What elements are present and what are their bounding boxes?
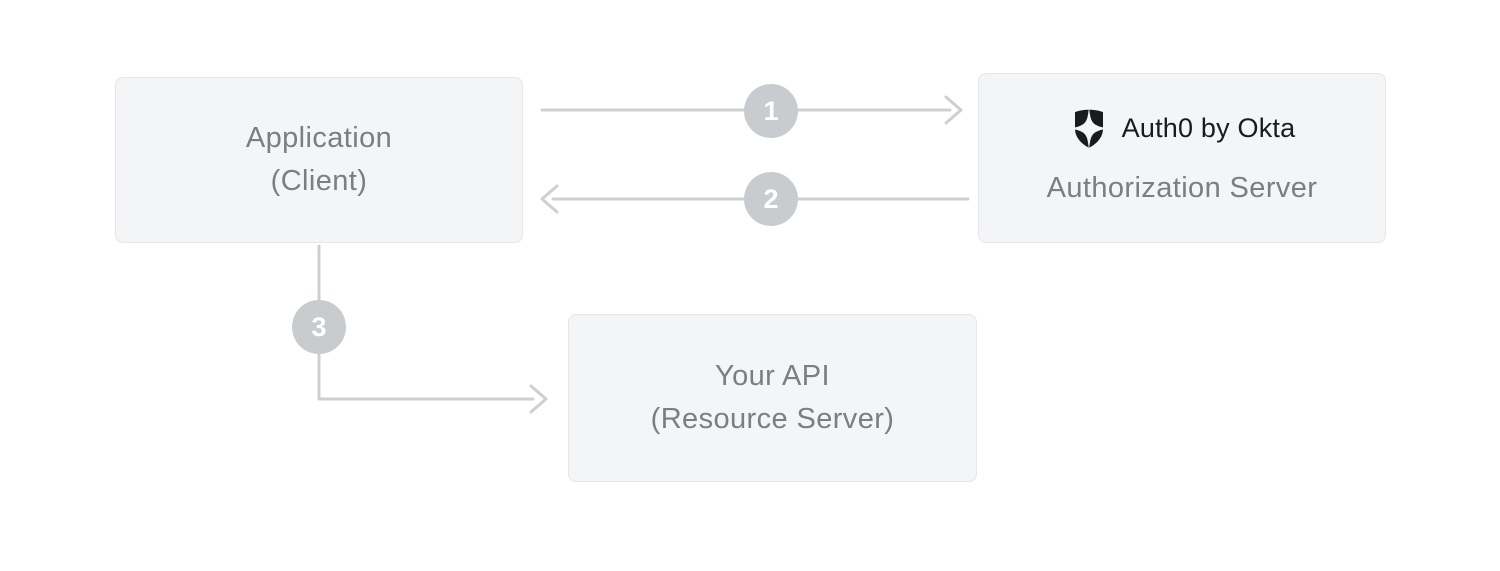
auth0-logo-text: Auth0 by Okta — [1121, 113, 1296, 143]
step-badge-1: 1 — [744, 84, 798, 138]
step-badge-2: 2 — [744, 172, 798, 226]
auth0-shield-icon — [1069, 106, 1109, 151]
step1-arrowhead-right-icon — [944, 95, 963, 125]
api-label-line2: (Resource Server) — [650, 403, 895, 435]
authorization-server-label: Authorization Server — [1046, 171, 1318, 204]
step2-arrowhead-left-icon — [540, 184, 559, 214]
step3-arrowhead-right-icon — [529, 384, 548, 414]
application-label-line1: Application — [245, 121, 393, 154]
step-badge-3: 3 — [292, 300, 346, 354]
application-label-line2: (Client) — [270, 165, 368, 197]
api-resource-server-node: Your API (Resource Server) — [568, 314, 977, 482]
application-client-node: Application (Client) — [115, 77, 523, 243]
step3-arrow-line — [317, 244, 535, 401]
auth0-logo: Auth0 by Okta — [1069, 106, 1296, 151]
authorization-server-node: Auth0 by Okta Authorization Server — [978, 73, 1386, 243]
api-label-line1: Your API — [715, 359, 830, 392]
